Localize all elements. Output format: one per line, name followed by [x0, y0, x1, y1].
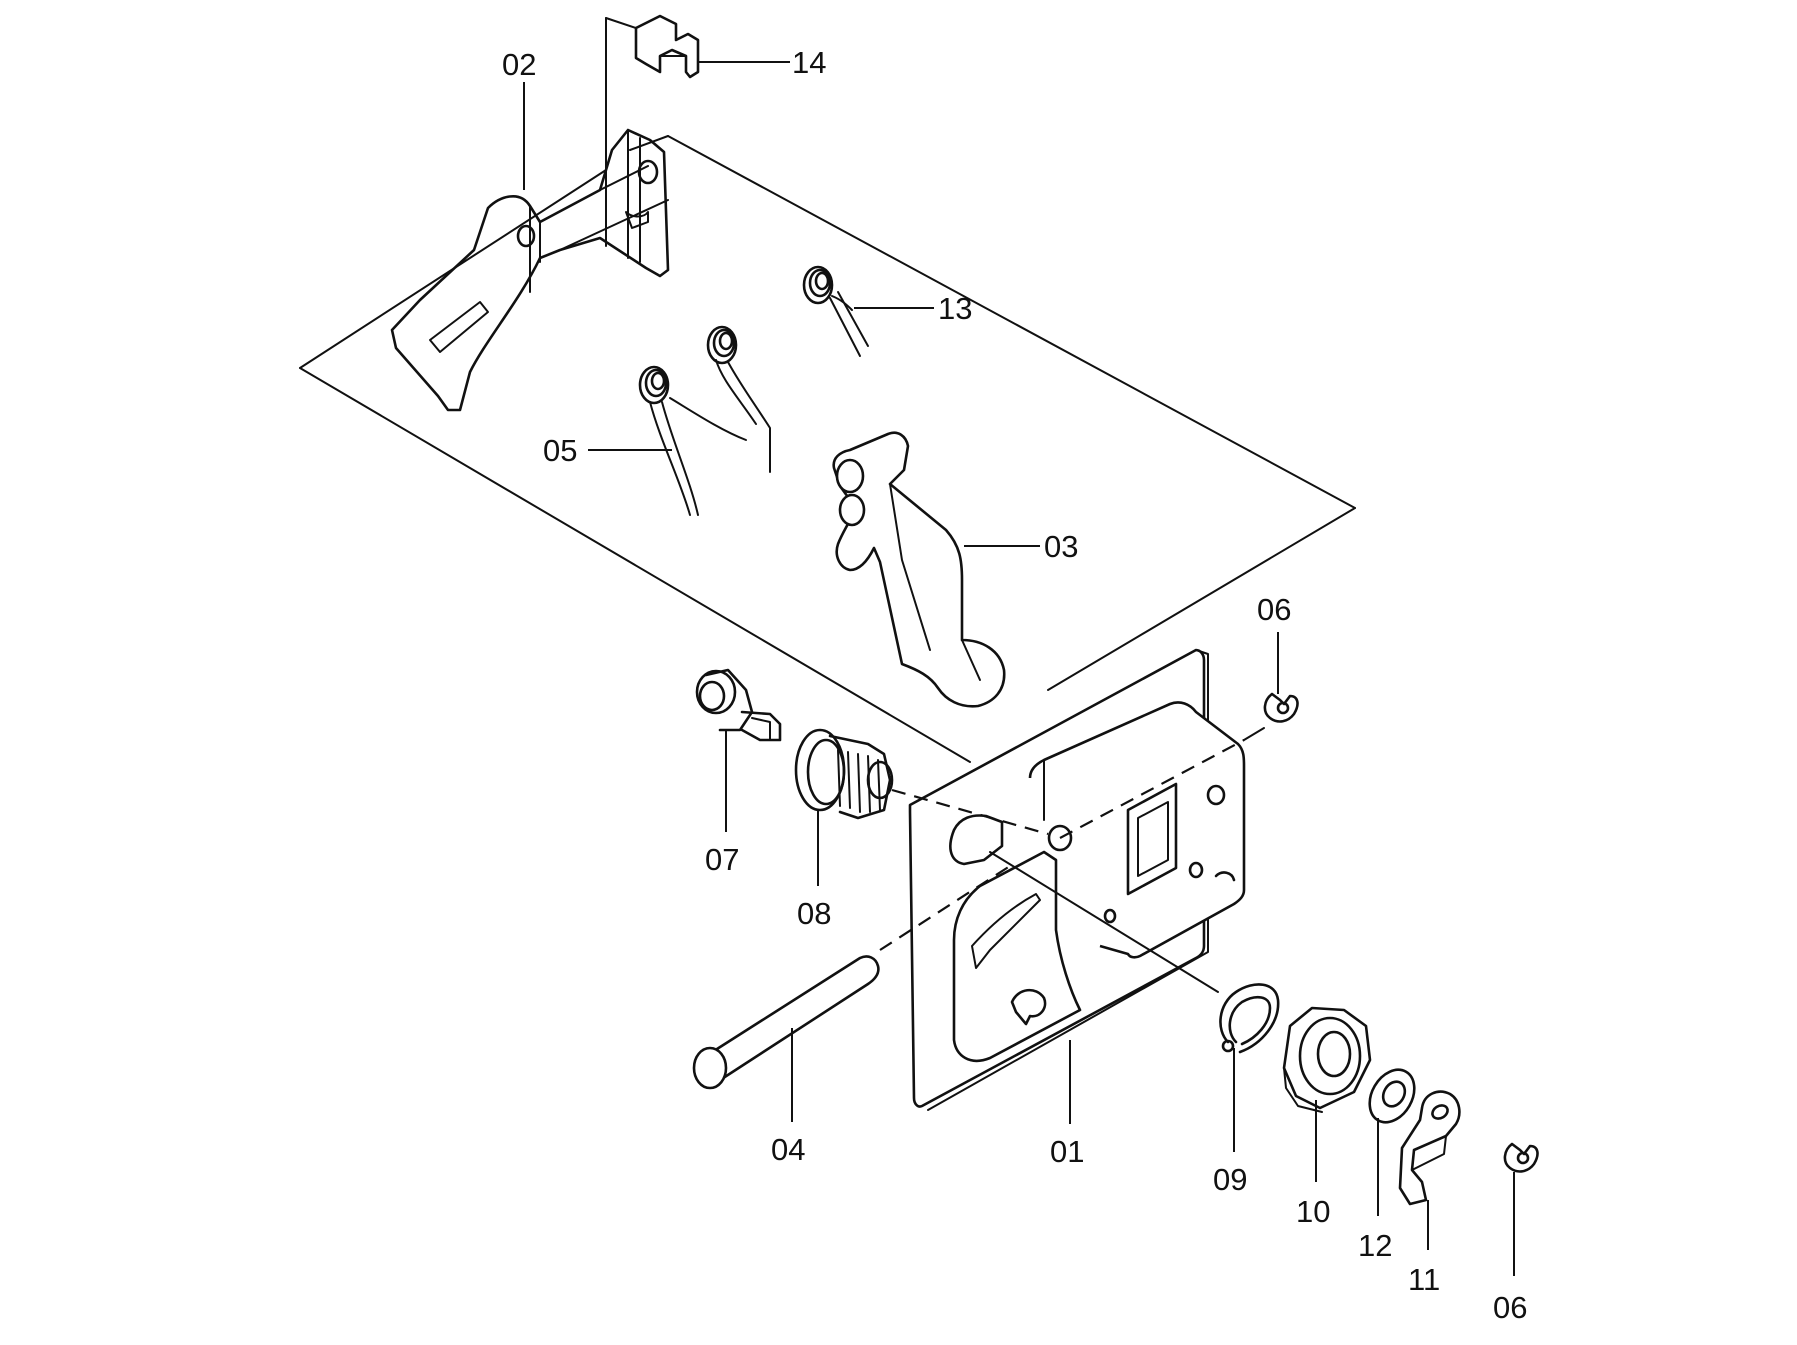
label-02: 02: [502, 47, 536, 82]
part-09-snap-ring: [1219, 983, 1280, 1054]
label-09: 09: [1213, 1162, 1247, 1197]
label-12: 12: [1358, 1228, 1392, 1263]
part-labels: 02 14 13 05 03 06 07 08 04 01 09 10 12 1…: [502, 45, 1527, 1325]
part-12-washer: [1368, 1068, 1416, 1124]
part-10-hex-nut: [1282, 1006, 1372, 1113]
label-10: 10: [1296, 1194, 1330, 1229]
label-06-upper: 06: [1257, 592, 1291, 627]
part-06-e-clip-upper: [1263, 692, 1299, 723]
part-03-lever: [832, 431, 1006, 708]
part-11-lock-tab: [1398, 1090, 1461, 1206]
part-04-pin: [692, 865, 1011, 1090]
part-13-spring-middle: [706, 325, 771, 473]
label-01: 01: [1050, 1134, 1084, 1169]
part-01-plate: [908, 648, 1246, 1111]
label-11: 11: [1408, 1262, 1440, 1297]
label-06-lower: 06: [1493, 1290, 1527, 1325]
leader-lines: [523, 61, 1515, 1276]
part-02-bracket: [390, 128, 670, 412]
part-08-cap: [794, 728, 1049, 836]
label-03: 03: [1044, 529, 1078, 564]
label-04: 04: [771, 1132, 805, 1167]
part-06-e-clip-lower: [1503, 1142, 1539, 1173]
part-13-spring-upper: [802, 265, 869, 357]
part-07-bushing: [695, 668, 782, 742]
label-08: 08: [797, 896, 831, 931]
label-13: 13: [938, 291, 972, 326]
label-05: 05: [543, 433, 577, 468]
label-07: 07: [705, 842, 739, 877]
part-14-clip: [605, 14, 700, 247]
assembly-centerline: [989, 727, 1265, 993]
part-05-spring: [638, 365, 747, 516]
label-14: 14: [792, 45, 826, 80]
